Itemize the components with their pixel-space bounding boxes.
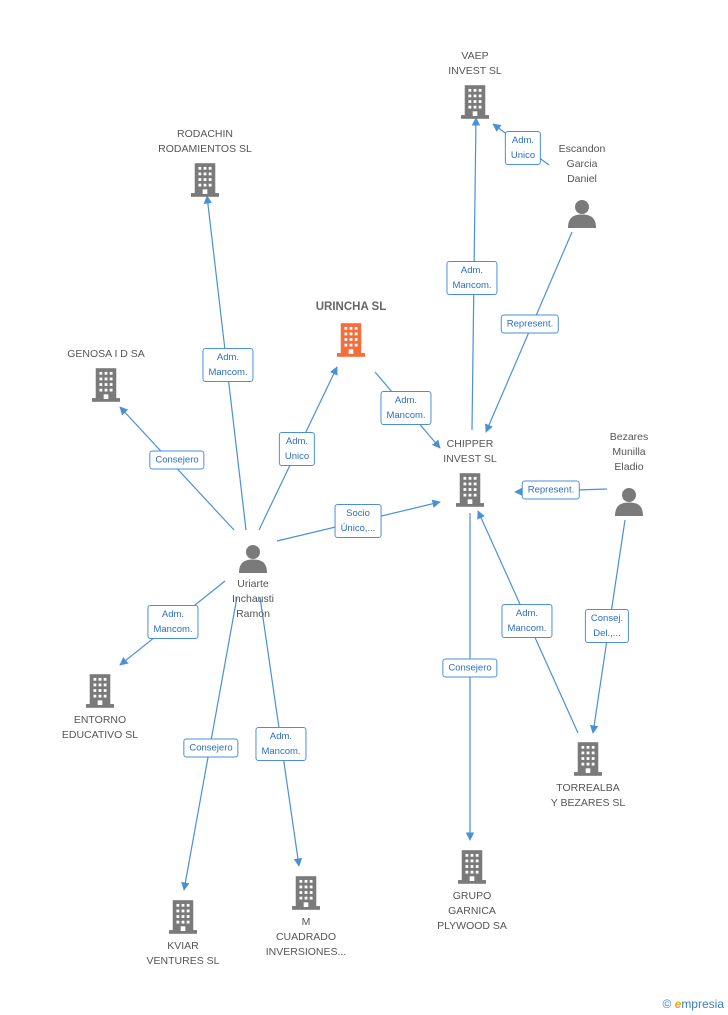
edge-label-uriarte-mcuadrado[interactable]: Adm. Mancom. [255, 727, 307, 761]
node-label-uriarte[interactable]: Uriarte Inchausti Ramon [231, 578, 275, 620]
building-icon-chipper[interactable] [456, 473, 484, 507]
edge-label-bezares-torrealba[interactable]: Consej. Del.,... [584, 609, 630, 643]
edge-label-uriarte-rodachin[interactable]: Adm. Mancom. [202, 348, 254, 382]
node-label-vaep[interactable]: VAEP INVEST SL [448, 50, 502, 77]
person-icon-bezares[interactable] [615, 488, 643, 516]
edge-label-uriarte-genosa[interactable]: Consejero [149, 450, 205, 470]
node-label-mcuadrado[interactable]: M CUADRADO INVERSIONES... [265, 916, 347, 958]
person-icon-uriarte[interactable] [239, 545, 267, 573]
building-icon-genosa[interactable] [92, 368, 120, 402]
building-icon-torrealba[interactable] [574, 742, 602, 776]
building-icon-entorno[interactable] [86, 674, 114, 708]
edge-label-torrealba-chipper[interactable]: Adm. Mancom. [501, 604, 553, 638]
node-label-urincha[interactable]: URINCHA SL [315, 301, 387, 313]
node-label-grupo[interactable]: GRUPO GARNICA PLYWOOD SA [437, 890, 507, 932]
edge-label-chipper-grupo[interactable]: Consejero [442, 658, 498, 678]
node-label-bezares[interactable]: Bezares Munilla Eladio [609, 431, 649, 473]
edge-label-uriarte-entorno[interactable]: Adm. Mancom. [147, 605, 199, 639]
building-icon-urincha[interactable] [337, 323, 365, 357]
person-icon-escandon[interactable] [568, 200, 596, 228]
building-icon-kviar[interactable] [169, 900, 197, 934]
edge-label-escandon-vaep[interactable]: Adm. Unico [504, 131, 542, 165]
edge-label-escandon-chipper[interactable]: Represent. [500, 314, 560, 334]
node-label-kviar[interactable]: KVIAR VENTURES SL [146, 940, 220, 967]
edge-label-uriarte-kviar[interactable]: Consejero [183, 738, 239, 758]
edge-label-urincha-chipper[interactable]: Adm. Mancom. [380, 391, 432, 425]
node-label-chipper[interactable]: CHIPPER INVEST SL [443, 438, 497, 465]
edge-label-bezares-chipper[interactable]: Represent. [521, 480, 581, 500]
edge-label-uriarte-chipper[interactable]: Socio Único,... [334, 504, 382, 538]
building-icon-mcuadrado[interactable] [292, 876, 320, 910]
edge-label-chipper-vaep[interactable]: Adm. Mancom. [446, 261, 498, 295]
building-icon-vaep[interactable] [461, 85, 489, 119]
node-label-genosa[interactable]: GENOSA I D SA [67, 348, 145, 360]
edge-label-uriarte-urincha[interactable]: Adm. Unico [278, 432, 316, 466]
node-label-rodachin[interactable]: RODACHIN RODAMIENTOS SL [158, 128, 252, 155]
node-label-escandon[interactable]: Escandon Garcia Daniel [558, 143, 606, 185]
building-icon-grupo[interactable] [458, 850, 486, 884]
node-label-torrealba[interactable]: TORREALBA Y BEZARES SL [550, 782, 626, 809]
node-label-entorno[interactable]: ENTORNO EDUCATIVO SL [61, 714, 139, 741]
brand-logo: © empresia [662, 997, 724, 1011]
building-icon-rodachin[interactable] [191, 163, 219, 197]
